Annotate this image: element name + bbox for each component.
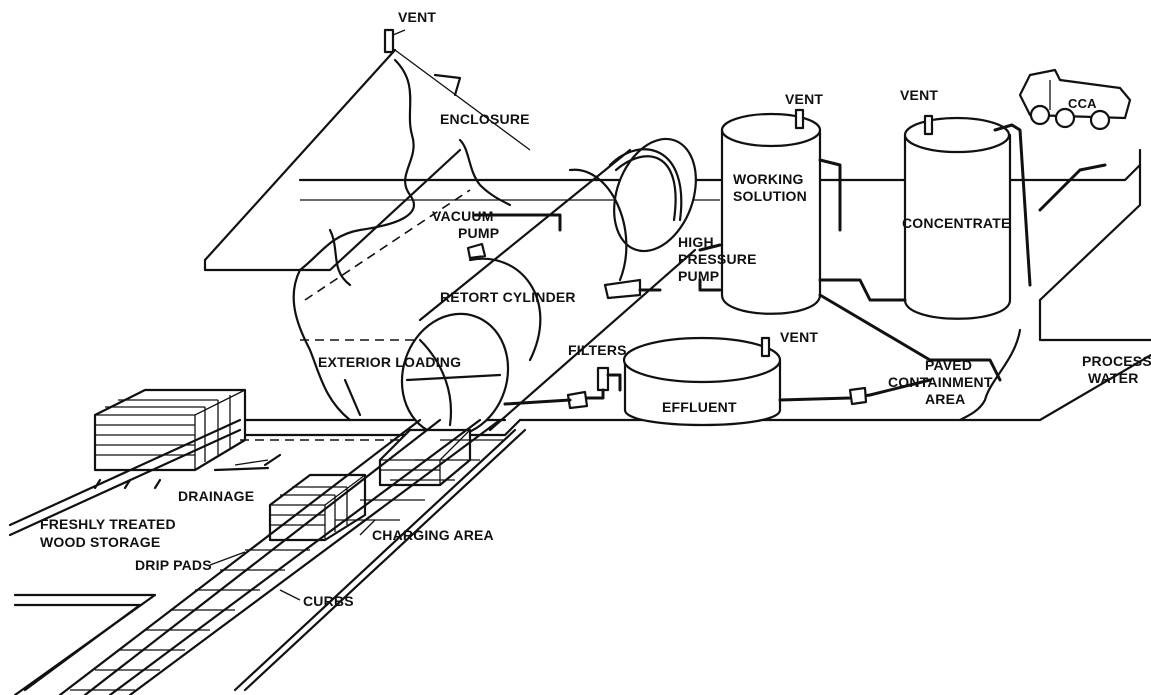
- effluent-label: EFFLUENT: [662, 399, 737, 415]
- truck-marking: CCA: [1068, 96, 1097, 111]
- charging-area-label: CHARGING AREA: [372, 527, 494, 543]
- concentrate-label: CONCENTRATE: [902, 215, 1011, 231]
- enclosure-vent: [385, 30, 405, 52]
- wood-storage-label-line2: WOOD STORAGE: [40, 534, 160, 550]
- drainage-label: DRAINAGE: [178, 488, 254, 504]
- effluent-vent-label: VENT: [780, 329, 818, 345]
- concentrate-vent-label: VENT: [900, 87, 938, 103]
- high-pressure-pump: [605, 280, 660, 298]
- truck-icon: CCA: [1020, 70, 1130, 129]
- working-solution-label-line2: SOLUTION: [733, 188, 807, 204]
- filters: [505, 368, 620, 408]
- vacuum-pump-label-line1: VACUUM: [432, 208, 494, 224]
- paved-containment-label-line2: CONTAINMENT: [888, 374, 993, 390]
- curbs-label: CURBS: [303, 593, 354, 609]
- paved-containment-label-line3: AREA: [925, 391, 965, 407]
- vacuum-pump-label-line2: PUMP: [458, 225, 499, 241]
- high-pressure-pump-label-line2: PRESSURE: [678, 251, 757, 267]
- working-vent-label: VENT: [785, 91, 823, 107]
- process-water-label-line1: PROCESS: [1082, 353, 1151, 369]
- enclosure-vent-label: VENT: [398, 9, 436, 25]
- process-water-label-line2: WATER: [1088, 370, 1139, 386]
- retort-cylinder-label: RETORT CYLINDER: [440, 289, 576, 305]
- drip-pads-label: DRIP PADS: [135, 557, 212, 573]
- wood-storage-label-line1: FRESHLY TREATED: [40, 516, 176, 532]
- working-solution-label-line1: WORKING: [733, 171, 804, 187]
- filters-label: FILTERS: [568, 342, 627, 358]
- high-pressure-pump-label-line3: PUMP: [678, 268, 719, 284]
- enclosure-label: ENCLOSURE: [440, 111, 530, 127]
- high-pressure-pump-label-line1: HIGH: [678, 234, 714, 250]
- drip-pads: [15, 595, 155, 695]
- paved-containment-label-line1: PAVED: [925, 357, 972, 373]
- exterior-loading-label: EXTERIOR LOADING: [318, 354, 461, 370]
